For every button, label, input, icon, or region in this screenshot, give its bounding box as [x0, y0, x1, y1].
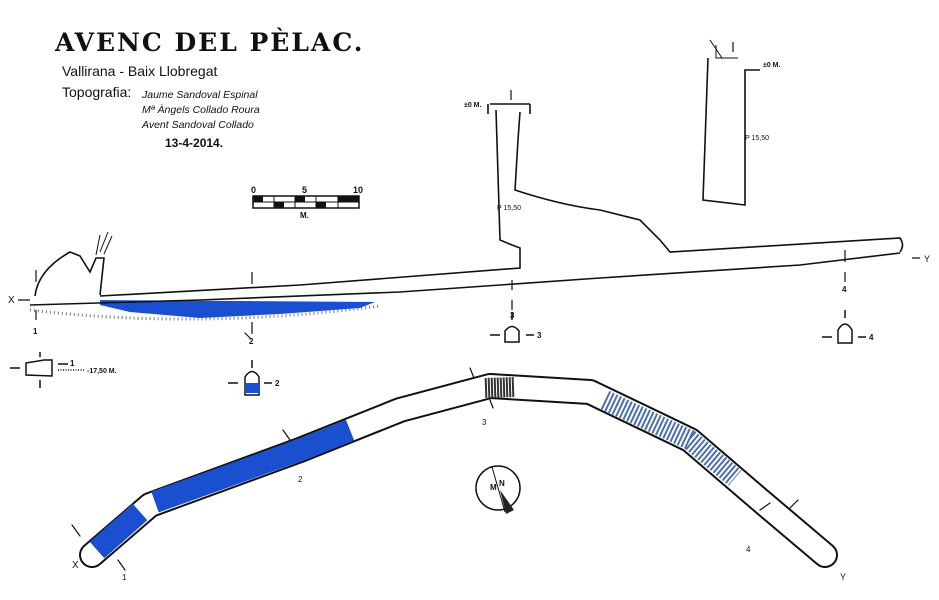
- section-label: 4: [842, 285, 847, 294]
- surveyor: Mª Àngels Collado Roura: [142, 104, 260, 116]
- section-label: 3: [537, 331, 542, 340]
- location: Vallirana - Baix Llobregat: [62, 63, 218, 79]
- cross-section-2: [228, 360, 272, 396]
- plan-end-label: Y: [840, 572, 846, 582]
- section-marks: [18, 42, 920, 334]
- compass-label: M: [490, 483, 497, 492]
- topography-label: Topografia:: [62, 84, 132, 100]
- section-label: 1: [70, 359, 75, 368]
- vegetation: [95, 231, 113, 256]
- profile-floor: [29, 252, 901, 306]
- section-label: 1: [33, 327, 38, 336]
- gravel-zone: [600, 390, 742, 486]
- datum-label: ±0 M.: [464, 102, 482, 109]
- section-label: 1: [122, 573, 127, 582]
- cross-section-3: [490, 312, 534, 343]
- section-label: 3: [482, 418, 487, 427]
- plan-section-marks: [71, 332, 799, 571]
- pit-2-top: [709, 39, 738, 59]
- scale-tick: 0: [251, 185, 256, 195]
- entrance-outline: [34, 251, 105, 297]
- profile-end-label: Y: [924, 254, 930, 264]
- scale-tick: 5: [302, 185, 307, 195]
- plan-start-label: X: [72, 560, 79, 571]
- north-arrow-icon: M N: [475, 465, 521, 514]
- pit-label: P 15,50: [497, 205, 521, 212]
- sediment-floor: [29, 304, 381, 321]
- cross-sections: [10, 310, 866, 396]
- rock-block: [484, 377, 516, 398]
- cross-section-1: [10, 352, 68, 388]
- plan-view: [71, 332, 838, 571]
- water-plan: [89, 503, 148, 559]
- pit-label: P 15,50: [745, 135, 769, 142]
- section-label: 2: [275, 379, 280, 388]
- water-plan: [151, 419, 355, 513]
- water-body: [100, 300, 375, 318]
- scale-unit: M.: [300, 211, 309, 220]
- pit-2: [702, 57, 760, 206]
- surveyor-list: Jaume Sandoval Espinal Mª Àngels Collado…: [142, 88, 260, 133]
- depth-label: -17,50 M.: [87, 368, 117, 375]
- cross-section-4: [822, 310, 866, 344]
- survey-date: 13-4-2014.: [165, 136, 224, 150]
- section-label: 4: [869, 333, 874, 342]
- profile-start-label: X: [8, 295, 15, 306]
- section-label: 2: [249, 337, 254, 346]
- profile-section: [18, 39, 920, 334]
- compass-label: N: [499, 479, 505, 488]
- profile-ceiling-left: [99, 109, 521, 297]
- section-label: 2: [298, 475, 303, 484]
- scale-bar: 0 5 10 M.: [251, 185, 363, 220]
- datum-label: ±0 M.: [763, 62, 781, 69]
- scale-tick: 10: [353, 185, 363, 195]
- section-label: 4: [746, 545, 751, 554]
- shaft-right-wall: [514, 111, 904, 253]
- surveyor: Jaume Sandoval Espinal: [142, 89, 258, 101]
- surveyor: Avent Sandoval Collado: [142, 119, 254, 131]
- entrance-top: [487, 103, 531, 114]
- survey-title: AVENC DEL PÈLAC.: [55, 28, 365, 57]
